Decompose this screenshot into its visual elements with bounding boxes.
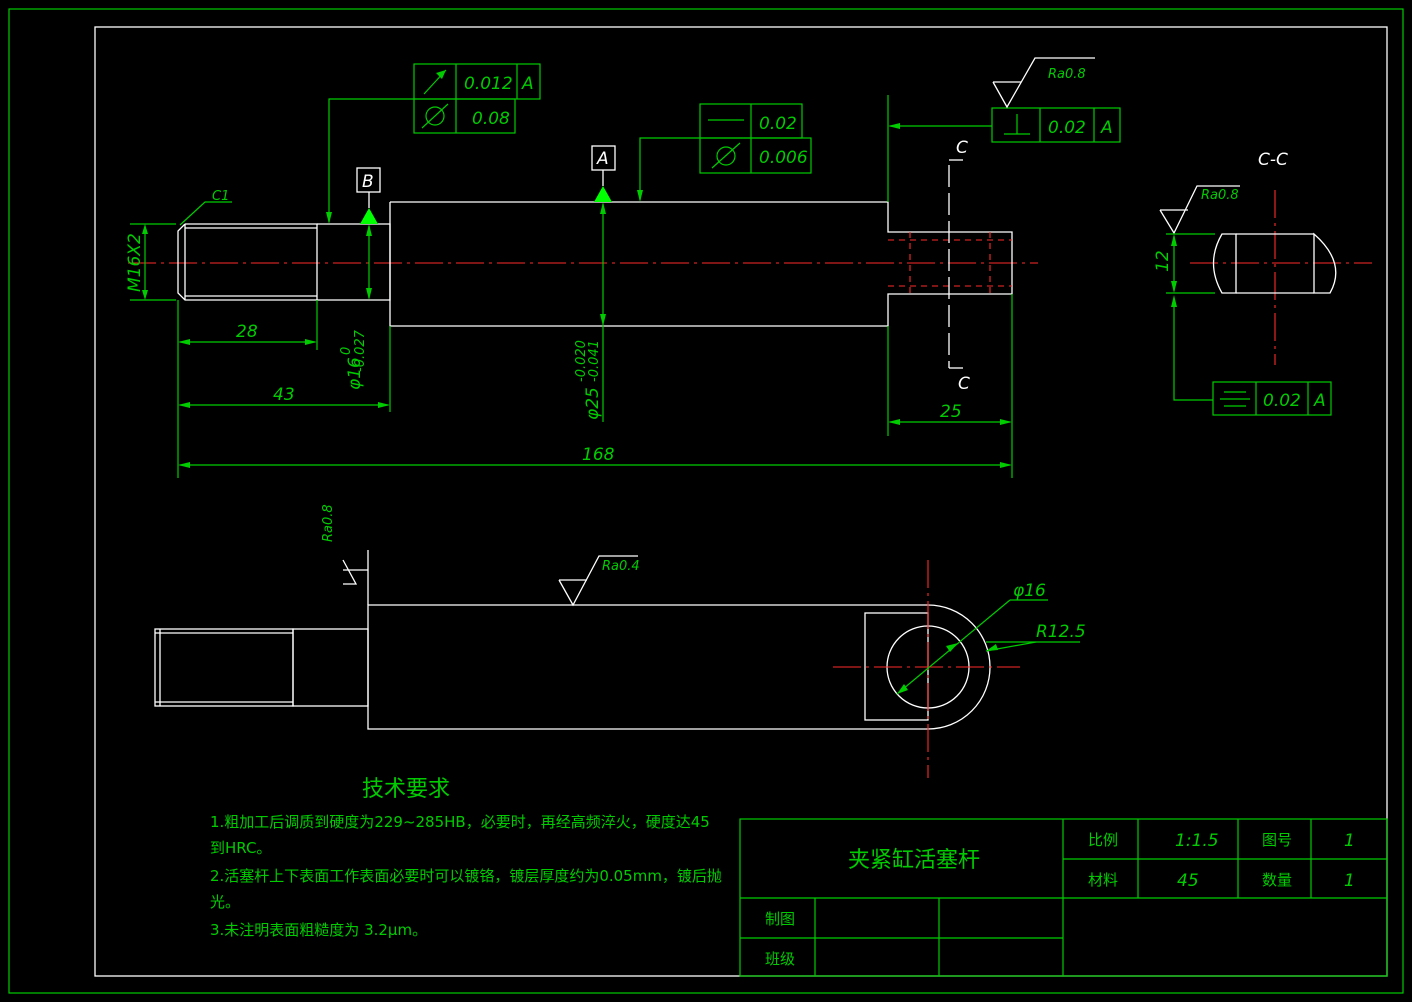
scale-label: 比例	[1088, 831, 1118, 849]
section-view	[1190, 190, 1372, 365]
symmetry-datum: A	[1313, 391, 1326, 411]
perpendicularity-datum: A	[1100, 118, 1113, 138]
roughness-label-3: Ra0.8	[321, 504, 336, 542]
material-label: 材料	[1088, 871, 1118, 889]
drawing-no-label: 图号	[1262, 831, 1292, 849]
dim-radius: R12.5	[1036, 622, 1086, 642]
datum-a-label: A	[596, 149, 609, 169]
title-block	[739, 818, 1388, 977]
flatness-value: 0.02	[759, 114, 797, 134]
quantity-label: 数量	[1262, 871, 1292, 889]
section-cut-label-top: C	[956, 138, 968, 158]
runout-datum: A	[521, 74, 534, 94]
tech-req-line-1b: 到HRC。	[210, 839, 271, 857]
dim-phi25: φ25	[583, 387, 603, 420]
dim-phi25-tol-lower: -0.041	[587, 340, 602, 382]
dim-phi25-tol-upper: -0.020	[574, 340, 589, 382]
drawn-by-label: 制图	[765, 910, 795, 928]
rod-body	[389, 201, 1013, 327]
shoulder-section	[317, 223, 391, 301]
datum-b-marker	[360, 208, 378, 224]
datum-a-marker	[594, 186, 612, 202]
section-view-title: C-C	[1258, 150, 1288, 170]
tech-req-line-3: 3.未注明表面粗糙度为 3.2μm。	[210, 921, 427, 939]
quantity-value: 1	[1344, 871, 1355, 891]
thread-section	[177, 223, 318, 301]
runout-value: 0.012	[464, 74, 513, 94]
roughness-label-4: Ra0.4	[602, 559, 640, 574]
cylindricity-value-2: 0.006	[759, 148, 808, 168]
material-value: 45	[1177, 871, 1199, 891]
outer-frame	[8, 8, 1404, 994]
chamfer-label: C1	[212, 189, 229, 204]
tech-req-line-2a: 2.活塞杆上下表面工作表面必要时可以镀铬，镀层厚度约为0.05mm，镀后抛	[210, 867, 722, 885]
tech-req-line-1a: 1.粗加工后调质到硬度为229~285HB，必要时，再经高频淬火，硬度达45	[210, 813, 710, 831]
dim-phi16: φ16	[345, 357, 365, 390]
perpendicularity-value: 0.02	[1048, 118, 1086, 138]
tech-req-line-2b: 光。	[210, 893, 240, 911]
dim-25: 25	[940, 402, 962, 422]
main-view	[128, 159, 1038, 369]
roughness-label-2: Ra0.8	[1201, 188, 1239, 203]
thread-label: M16X2	[125, 233, 145, 292]
tolerance-frame-flatness	[699, 103, 812, 174]
roughness-symbol-3	[342, 559, 358, 585]
dim-hole-dia: φ16	[1013, 581, 1046, 601]
tolerance-frame-runout	[413, 63, 541, 134]
drawing-no-value: 1	[1344, 831, 1355, 851]
cylindricity-value-1: 0.08	[472, 109, 510, 129]
section-cut-label-bottom: C	[958, 374, 970, 394]
tech-req-heading: 技术要求	[362, 777, 450, 802]
dim-phi16-tol-upper: 0	[339, 347, 354, 355]
dim-section-width: 12	[1153, 250, 1173, 272]
dim-168: 168	[582, 445, 615, 465]
part-name: 夹紧缸活塞杆	[848, 848, 980, 873]
dim-28: 28	[236, 322, 258, 342]
roughness-label-1: Ra0.8	[1048, 67, 1086, 82]
tolerance-frame-symmetry	[1212, 381, 1332, 416]
class-label: 班级	[765, 950, 795, 968]
symmetry-value: 0.02	[1263, 391, 1301, 411]
top-view	[154, 560, 1020, 778]
dim-43: 43	[273, 385, 295, 405]
tolerance-frame-perpendicularity	[991, 107, 1121, 143]
dim-phi16-tol-lower: -0.027	[353, 329, 368, 372]
datum-b-label: B	[362, 172, 374, 192]
scale-value: 1:1.5	[1175, 831, 1219, 851]
